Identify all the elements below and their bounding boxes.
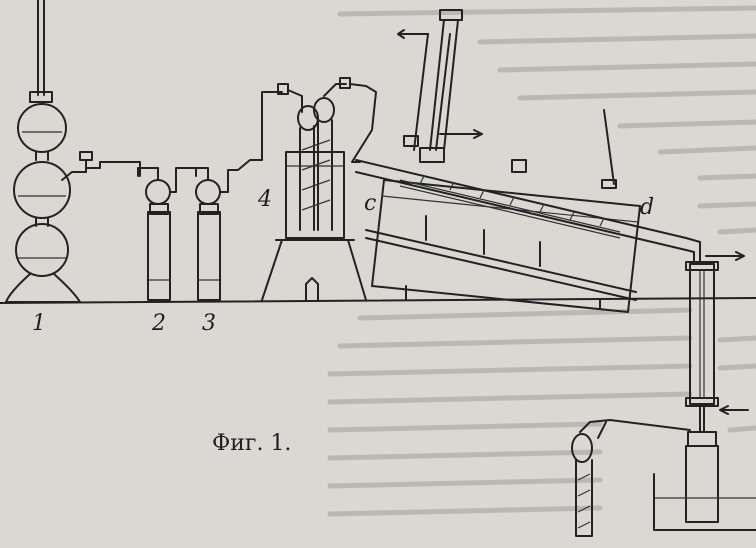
wash-bottle-2 xyxy=(137,167,197,301)
reaction-tube-bath xyxy=(355,109,687,313)
label-c: c xyxy=(364,191,376,216)
label-4: 4 xyxy=(257,187,272,212)
label-2: 2 xyxy=(151,311,166,336)
figure-caption: Фиг. 1. xyxy=(212,431,291,456)
kipp-apparatus xyxy=(5,0,141,303)
collector-assembly xyxy=(571,237,756,537)
background-text-lines xyxy=(327,5,756,517)
reflux-condenser xyxy=(397,9,483,163)
label-3: 3 xyxy=(202,311,216,336)
bench-line xyxy=(0,297,756,304)
heated-bath-4 xyxy=(261,77,377,301)
wash-bottle-3 xyxy=(195,91,283,301)
label-1: 1 xyxy=(32,311,46,336)
label-d: d xyxy=(640,195,654,220)
